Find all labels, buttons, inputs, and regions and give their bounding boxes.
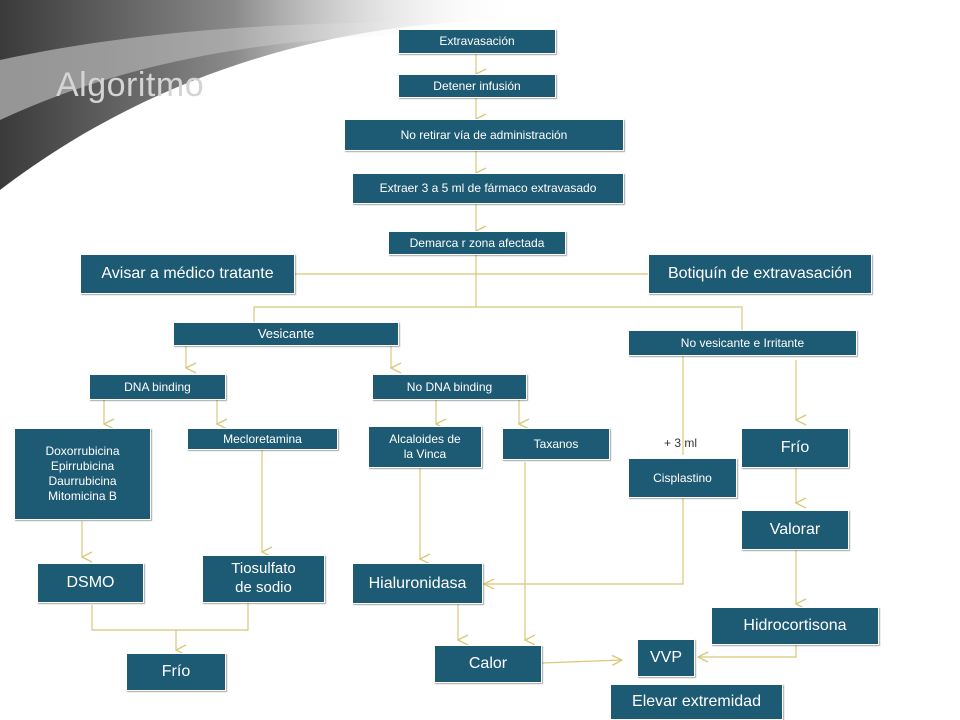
- action-vvp: VVP: [637, 639, 695, 677]
- antidote-tiosulfato: Tiosulfato de sodio: [202, 555, 325, 603]
- action-frio-right: Frío: [741, 428, 849, 468]
- step-demarcar-zona: Demarca r zona afectada: [388, 231, 566, 255]
- branch-no-dna-binding: No DNA binding: [372, 374, 527, 400]
- drug-alcaloides-vinca: Alcaloides de la Vinca: [368, 426, 482, 468]
- drug-alcaloides-line1: Alcaloides de: [389, 432, 461, 446]
- drug-cisplastino: Cisplastino: [628, 458, 737, 498]
- drug-mitomicina-b: Mitomicina B: [48, 489, 117, 503]
- drug-doxorrubicina: Doxorrubicina: [45, 444, 120, 458]
- antidote-dsmo: DSMO: [37, 563, 144, 603]
- branch-dna-binding: DNA binding: [89, 374, 226, 400]
- step-avisar-medico: Avisar a médico tratante: [80, 254, 295, 294]
- action-frio-left: Frío: [126, 653, 226, 691]
- step-no-retirar-via: No retirar vía de administración: [344, 119, 624, 151]
- drug-taxanos: Taxanos: [502, 428, 610, 460]
- drug-daurrubicina: Daurrubicina: [48, 474, 117, 488]
- action-elevar-extremidad: Elevar extremidad: [610, 684, 783, 720]
- antidote-hialuronidasa: Hialuronidasa: [352, 563, 483, 604]
- drug-alcaloides-line2: la Vinca: [403, 447, 447, 461]
- arrow-cisplastino-hialuronidasa: [484, 498, 684, 584]
- action-calor: Calor: [434, 645, 542, 683]
- drug-epirrubicina: Epirrubicina: [50, 459, 115, 473]
- connector-dsmo-tiosulfato: [91, 603, 249, 631]
- branch-vesicante: Vesicante: [173, 322, 399, 346]
- antidote-tiosulfato-line1: Tiosulfato: [231, 560, 296, 578]
- step-extravasacion: Extravasación: [398, 29, 556, 54]
- antidote-tiosulfato-line2: de sodio: [235, 579, 292, 596]
- arrow-calor-vvp: [541, 660, 622, 663]
- slide-title: Algoritmo: [56, 66, 205, 104]
- drug-mecloretamina: Mecloretamina: [187, 428, 338, 450]
- step-extraer-farmaco: Extraer 3 a 5 ml de fármaco extravasado: [352, 173, 624, 204]
- branch-no-vesicante: No vesicante e Irritante: [628, 330, 857, 356]
- action-hidrocortisona: Hidrocortisona: [711, 607, 879, 645]
- drug-antraciclinas: Doxorrubicina Epirrubicina Daurrubicina …: [14, 428, 151, 520]
- action-valorar: Valorar: [741, 510, 849, 550]
- step-botiquin: Botiquín de extravasación: [648, 254, 872, 294]
- step-detener-infusion: Detener infusión: [398, 74, 556, 98]
- arrow-hidrocortisona-vvp: [698, 645, 797, 657]
- cisplastino-dose-note: + 3 ml: [664, 436, 698, 450]
